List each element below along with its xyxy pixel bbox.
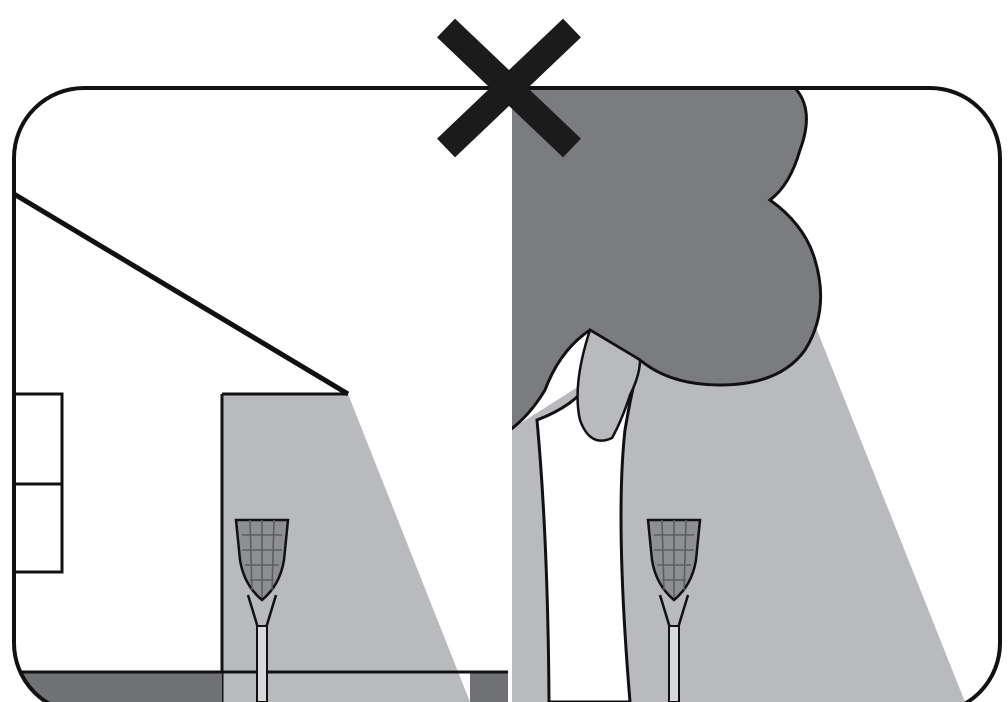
left-panel xyxy=(14,88,510,702)
scene-contents xyxy=(14,88,1000,702)
torch-pole xyxy=(257,626,267,702)
torch-pole xyxy=(669,626,679,702)
ground-strip-left xyxy=(14,672,222,702)
right-panel xyxy=(510,88,1000,702)
ground-strip-left-end xyxy=(470,672,510,702)
